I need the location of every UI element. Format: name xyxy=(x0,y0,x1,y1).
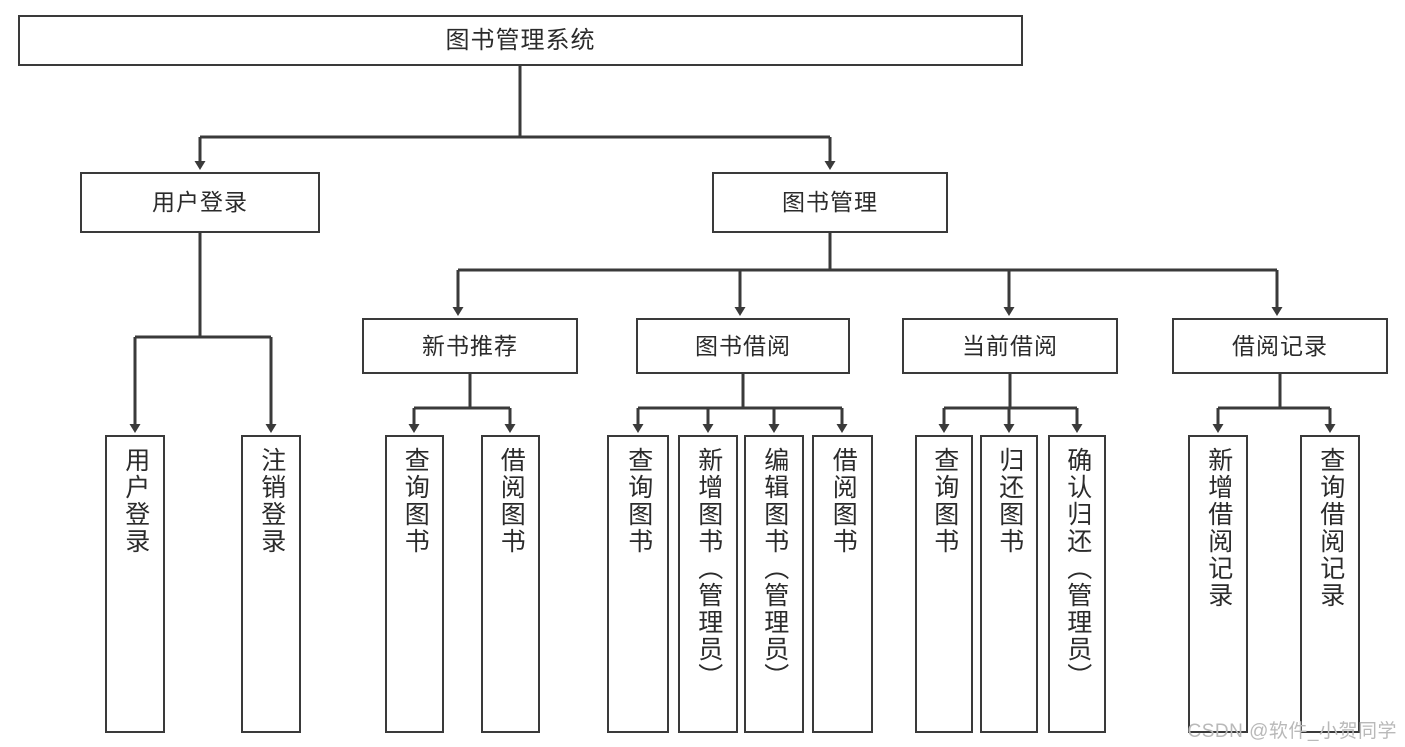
node-leaf-add-book[interactable]: 新增图书（管理员） xyxy=(678,435,738,733)
node-current-borrow-label: 当前借阅 xyxy=(962,332,1058,359)
node-leaf-query-book[interactable]: 查询图书 xyxy=(607,435,669,733)
node-leaf-query-book-new[interactable]: 查询图书 xyxy=(385,435,444,733)
node-root-label: 图书管理系统 xyxy=(445,26,596,54)
node-leaf-query-book-cur[interactable]: 查询图书 xyxy=(915,435,973,733)
node-user-login[interactable]: 用户登录 xyxy=(80,172,320,233)
node-leaf-query-book-label: 查询图书 xyxy=(624,447,653,555)
node-leaf-borrow-book-new-label: 借阅图书 xyxy=(497,447,526,555)
node-leaf-edit-book[interactable]: 编辑图书（管理员） xyxy=(744,435,804,733)
node-leaf-query-record-label: 查询借阅记录 xyxy=(1316,447,1345,609)
node-leaf-add-record[interactable]: 新增借阅记录 xyxy=(1188,435,1248,733)
node-book-manage-label: 图书管理 xyxy=(782,189,878,216)
node-leaf-edit-book-label: 编辑图书（管理员） xyxy=(760,447,789,690)
node-leaf-query-record[interactable]: 查询借阅记录 xyxy=(1300,435,1360,733)
node-leaf-query-book-cur-label: 查询图书 xyxy=(930,447,959,555)
node-leaf-user-login[interactable]: 用户登录 xyxy=(105,435,165,733)
node-leaf-user-logout[interactable]: 注销登录 xyxy=(241,435,301,733)
node-book-borrow-label: 图书借阅 xyxy=(695,332,791,359)
node-root[interactable]: 图书管理系统 xyxy=(18,15,1023,66)
node-current-borrow[interactable]: 当前借阅 xyxy=(902,318,1118,374)
node-leaf-borrow-book-new[interactable]: 借阅图书 xyxy=(481,435,540,733)
node-leaf-user-logout-label: 注销登录 xyxy=(257,447,286,555)
node-borrow-record-label: 借阅记录 xyxy=(1232,332,1328,359)
node-new-book-recommend-label: 新书推荐 xyxy=(422,332,518,359)
node-leaf-add-book-label: 新增图书（管理员） xyxy=(694,447,723,690)
node-leaf-confirm-return[interactable]: 确认归还（管理员） xyxy=(1048,435,1106,733)
node-leaf-return-book[interactable]: 归还图书 xyxy=(980,435,1038,733)
node-leaf-add-record-label: 新增借阅记录 xyxy=(1204,447,1233,609)
node-book-manage[interactable]: 图书管理 xyxy=(712,172,948,233)
node-leaf-return-book-label: 归还图书 xyxy=(995,447,1024,555)
node-borrow-record[interactable]: 借阅记录 xyxy=(1172,318,1388,374)
node-book-borrow[interactable]: 图书借阅 xyxy=(636,318,850,374)
node-user-login-label: 用户登录 xyxy=(152,189,248,216)
node-new-book-recommend[interactable]: 新书推荐 xyxy=(362,318,578,374)
node-leaf-borrow-book[interactable]: 借阅图书 xyxy=(812,435,873,733)
node-leaf-confirm-return-label: 确认归还（管理员） xyxy=(1063,447,1092,690)
node-leaf-user-login-label: 用户登录 xyxy=(121,447,150,555)
node-leaf-borrow-book-label: 借阅图书 xyxy=(829,447,858,555)
node-leaf-query-book-new-label: 查询图书 xyxy=(401,447,430,555)
